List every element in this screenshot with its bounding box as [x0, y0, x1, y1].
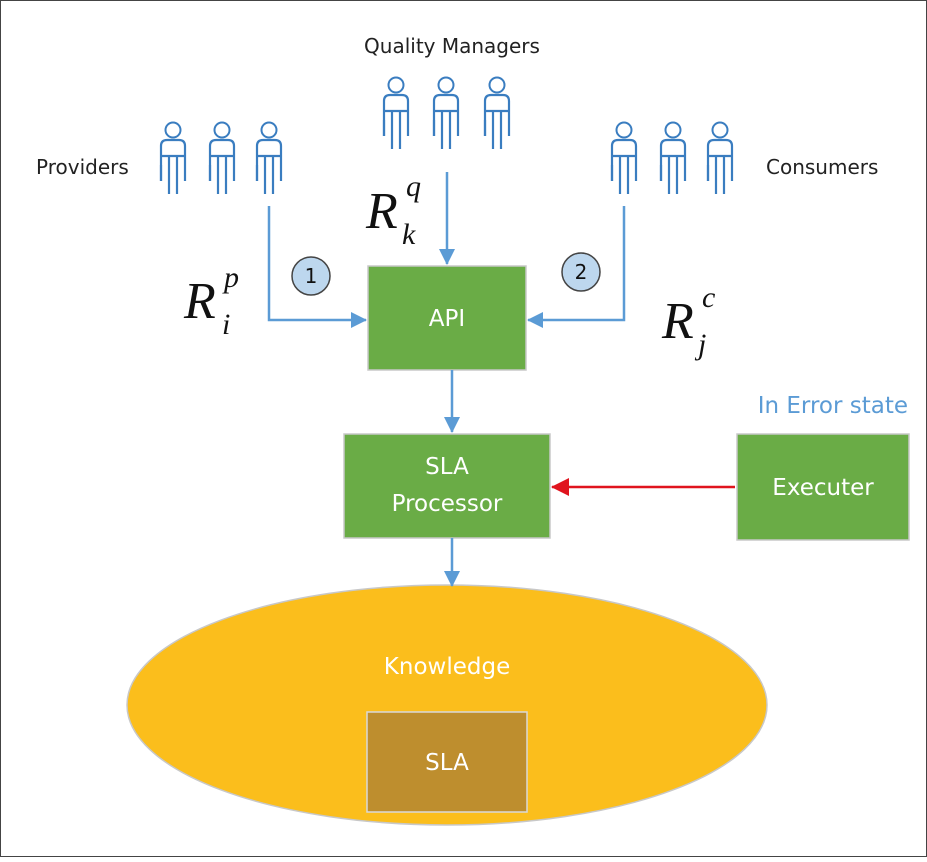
- math-r-consumer: R c j: [661, 281, 715, 361]
- rp-sub: i: [222, 308, 230, 341]
- sla-box: [366, 711, 528, 813]
- rq-sup: q: [406, 170, 421, 203]
- rp-base: R: [183, 273, 216, 330]
- executer-label: Executer: [772, 475, 874, 501]
- rc-sup: c: [702, 281, 715, 314]
- arrow-providers-to-api: [267, 206, 367, 328]
- sla-box-label: SLA: [425, 750, 469, 776]
- sla-processor-label-line2: Processor: [392, 491, 503, 517]
- step-2-label: 2: [575, 260, 588, 284]
- providers-label: Providers: [36, 155, 129, 179]
- math-r-provider: R p i: [183, 261, 239, 341]
- executer-box: [736, 433, 910, 541]
- rp-sup: p: [222, 261, 239, 294]
- rq-base: R: [365, 183, 398, 240]
- sla-processor-box: [343, 433, 551, 539]
- arrow-consumers-to-api: [527, 206, 626, 328]
- math-r-quality: R q k: [365, 170, 421, 251]
- step-1-badge: [291, 256, 331, 296]
- rq-sub: k: [402, 218, 416, 251]
- api-label: API: [429, 306, 465, 332]
- rc-sub: j: [694, 328, 706, 361]
- executer-error-state: In Error state: [758, 393, 908, 419]
- knowledge-label: Knowledge: [384, 654, 510, 680]
- step-1-label: 1: [305, 264, 318, 288]
- sla-processor-label-line1: SLA: [425, 454, 469, 480]
- step-2-badge: [561, 252, 601, 292]
- consumers-label: Consumers: [766, 155, 878, 179]
- rc-base: R: [661, 293, 694, 350]
- quality-managers-label: Quality Managers: [364, 34, 540, 58]
- api-box: [367, 265, 527, 371]
